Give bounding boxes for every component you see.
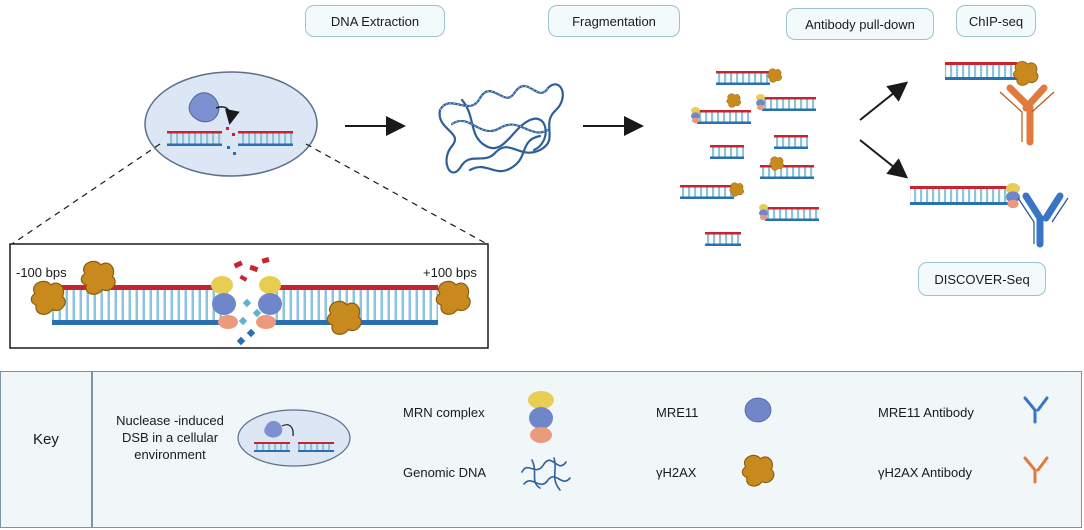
step-antibody-pulldown-label: Antibody pull-down bbox=[805, 16, 915, 32]
step-fragmentation: Fragmentation bbox=[548, 5, 680, 37]
key-mrn-label: MRN complex bbox=[403, 405, 485, 420]
mre11-icon bbox=[744, 397, 772, 423]
key-icons bbox=[236, 39, 350, 97]
inset-right-label: +100 bps bbox=[423, 265, 477, 280]
dsb-zoom-inset bbox=[9, 243, 489, 349]
h2ax-antibody-icon bbox=[1023, 456, 1049, 484]
fragment bbox=[726, 93, 741, 108]
inset-left-label: -100 bps bbox=[16, 265, 67, 280]
zoom-line-left bbox=[11, 143, 161, 245]
step-chip-seq-label: ChIP-seq bbox=[968, 13, 1024, 29]
arrow-to-chip-seq bbox=[859, 81, 909, 121]
fragment bbox=[710, 145, 744, 159]
genomic-dna-icon bbox=[521, 457, 571, 491]
cut-arrow bbox=[215, 106, 240, 125]
dsb-break-fragments bbox=[233, 257, 270, 346]
key-title: Key bbox=[33, 431, 59, 448]
key-panel: Key Nuclease -induced DSB in a cellular … bbox=[0, 371, 1082, 528]
step-dna-extraction: DNA Extraction bbox=[305, 5, 445, 37]
discover-seq-result bbox=[910, 183, 1069, 248]
key-h2ax-label: γH2AX bbox=[656, 465, 697, 480]
key-h2ax-antibody-label: γH2AX Antibody bbox=[878, 465, 972, 480]
chip-seq-result bbox=[945, 61, 1055, 146]
mrn-complex-left bbox=[211, 276, 238, 329]
mre11-antibody-icon bbox=[1023, 396, 1049, 424]
step-chip-seq: ChIP-seq bbox=[956, 5, 1036, 37]
dna-fragments bbox=[680, 68, 819, 246]
genomic-dna-tangle bbox=[438, 83, 564, 174]
fragment bbox=[716, 68, 782, 85]
step-dna-extraction-label: DNA Extraction bbox=[330, 13, 420, 29]
key-dsb-icon bbox=[237, 409, 351, 467]
step-fragmentation-label: Fragmentation bbox=[572, 13, 656, 29]
fragment bbox=[756, 94, 816, 111]
key-mre11-label: MRE11 bbox=[656, 405, 699, 420]
zoom-line-right bbox=[305, 143, 488, 245]
fragment bbox=[680, 182, 744, 199]
step-discover-seq: DISCOVER-Seq bbox=[918, 262, 1046, 296]
h2ax-icon bbox=[741, 454, 775, 487]
arrow-to-discover-seq bbox=[859, 139, 909, 179]
workflow-diagram bbox=[9, 39, 1069, 349]
fragment bbox=[705, 232, 741, 246]
fragment bbox=[691, 107, 751, 124]
step-discover-seq-label: DISCOVER-Seq bbox=[934, 271, 1030, 287]
fragment bbox=[759, 204, 819, 221]
key-divider bbox=[91, 372, 93, 527]
mrn-complex-right bbox=[256, 276, 282, 329]
mrn-complex-icon bbox=[528, 391, 554, 443]
fragment bbox=[760, 156, 814, 179]
dsb-dna bbox=[167, 127, 293, 155]
cell-dsb-illustration bbox=[144, 71, 318, 177]
key-dsb-label: Nuclease -induced DSB in a cellular envi… bbox=[116, 413, 224, 462]
step-antibody-pulldown: Antibody pull-down bbox=[786, 8, 934, 40]
key-genomic-dna-label: Genomic DNA bbox=[403, 465, 487, 480]
fragment bbox=[774, 135, 808, 149]
mre11-antibody-large bbox=[1022, 192, 1064, 248]
genomic-dna-highlight bbox=[439, 85, 549, 133]
key-mre11-antibody-label: MRE11 Antibody bbox=[878, 405, 974, 420]
h2ax-antibody-large bbox=[1006, 84, 1048, 146]
nuclease-icon bbox=[188, 92, 220, 123]
